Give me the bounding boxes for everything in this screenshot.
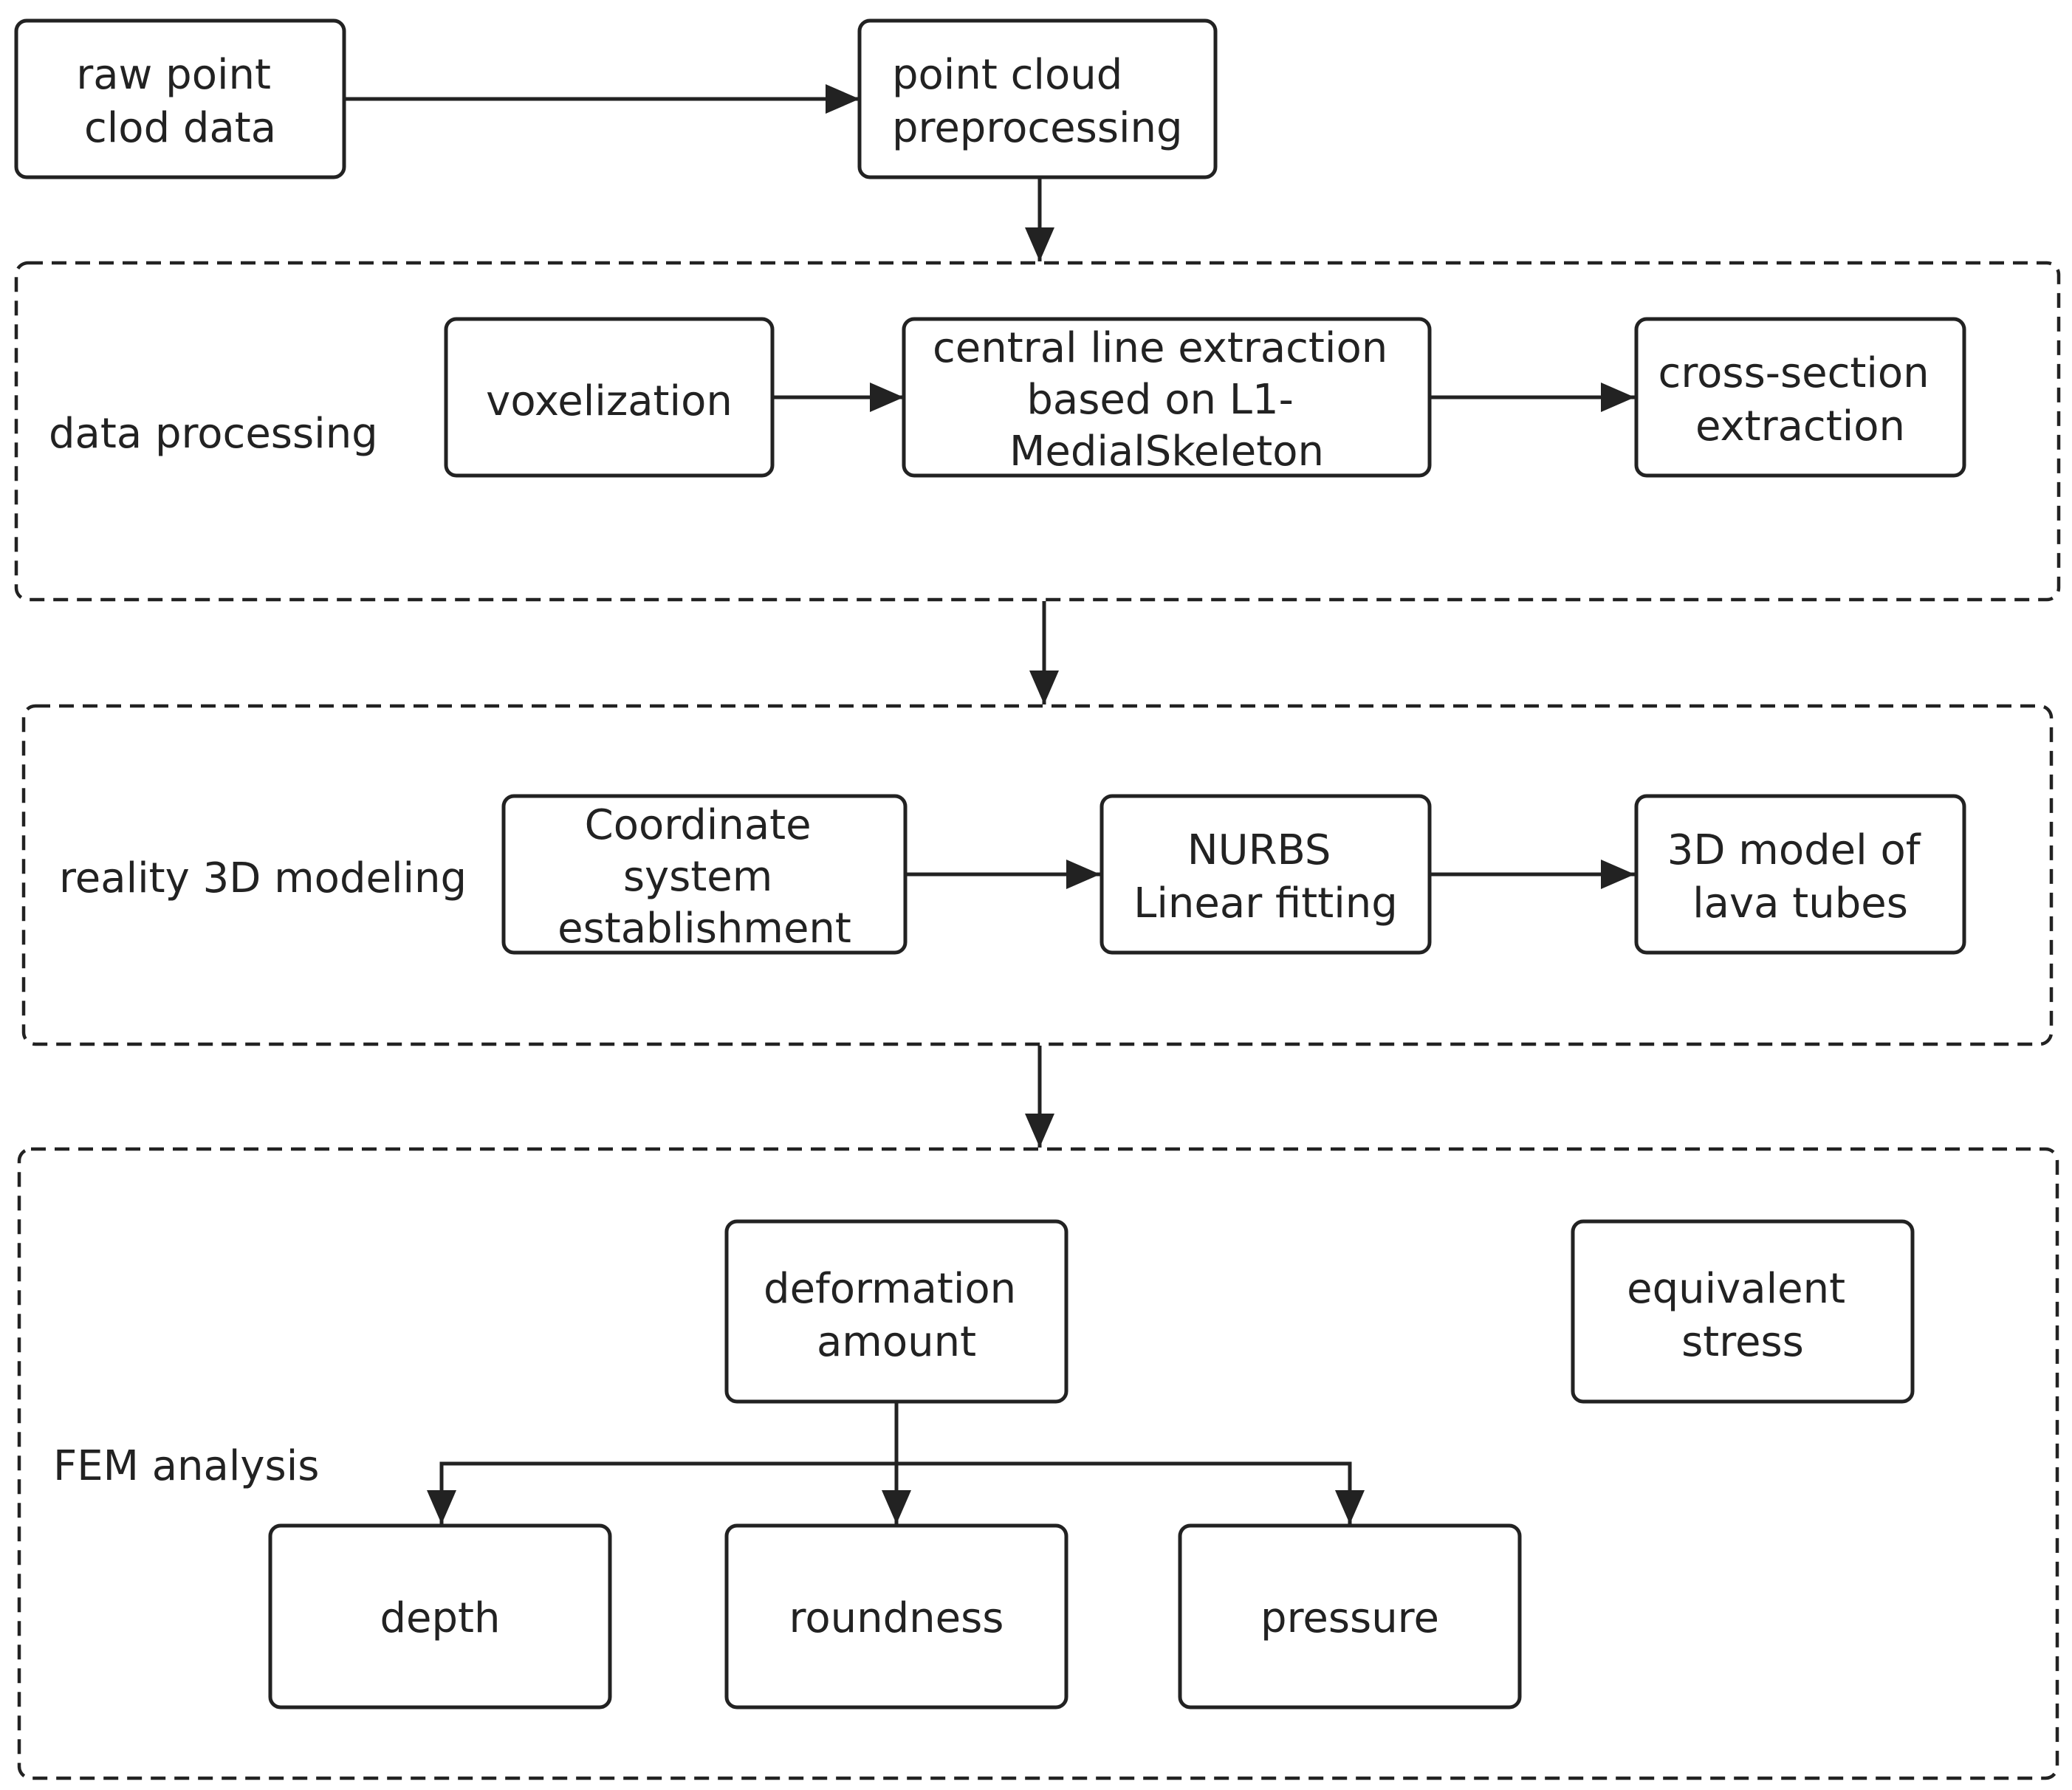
node-raw-point-cloud-data: raw point clod data: [14, 18, 346, 179]
edge-branch-to-depth: [427, 1461, 896, 1524]
node-label: 3D model of lava tubes: [1667, 826, 1934, 927]
group-reality-3d-modeling: reality 3D modeling: [21, 704, 2054, 1046]
group-label-data-processing: data processing: [49, 410, 378, 458]
node-label: central line extraction based on L1- Med…: [933, 324, 1401, 476]
node-central-line-extraction: central line extraction based on L1- Med…: [902, 317, 1432, 478]
group-fem-analysis: FEM analysis: [17, 1147, 2059, 1780]
node-label: equivalent stress: [1627, 1265, 1859, 1366]
node-label: deformation amount: [764, 1265, 1029, 1366]
node-label: raw point clod data: [76, 51, 284, 152]
group-label-reality-3d-modeling: reality 3D modeling: [59, 854, 467, 902]
node-coordinate-system-establishment: Coordinate system establishment: [501, 794, 908, 955]
node-label: voxelization: [486, 377, 733, 425]
node-pressure: pressure: [1178, 1523, 1522, 1710]
node-label: depth: [380, 1594, 501, 1642]
group-label-fem-analysis: FEM analysis: [53, 1442, 319, 1490]
edge-branch-to-pressure: [896, 1461, 1365, 1524]
group-data-processing: data processing: [14, 261, 2061, 602]
node-label: Coordinate system establishment: [558, 801, 851, 953]
node-depth: depth: [268, 1523, 612, 1710]
edges: [344, 84, 1635, 1524]
node-nurbs-linear-fitting: NURBS Linear fitting: [1100, 794, 1432, 955]
node-label: NURBS Linear fitting: [1133, 826, 1398, 927]
node-roundness: roundness: [724, 1523, 1068, 1710]
node-voxelization: voxelization: [444, 317, 775, 478]
node-label: roundness: [789, 1594, 1004, 1642]
node-label: cross-section extraction: [1658, 349, 1943, 450]
node-label: pressure: [1260, 1594, 1439, 1642]
node-cross-section-extraction: cross-section extraction: [1634, 317, 1966, 478]
node-equivalent-stress: equivalent stress: [1571, 1219, 1915, 1404]
node-deformation-amount: deformation amount: [724, 1219, 1068, 1404]
node-3d-model-of-lava-tubes: 3D model of lava tubes: [1634, 794, 1966, 955]
node-point-cloud-preprocessing: point cloud preprocessing: [857, 18, 1218, 179]
node-label: point cloud preprocessing: [892, 51, 1183, 152]
